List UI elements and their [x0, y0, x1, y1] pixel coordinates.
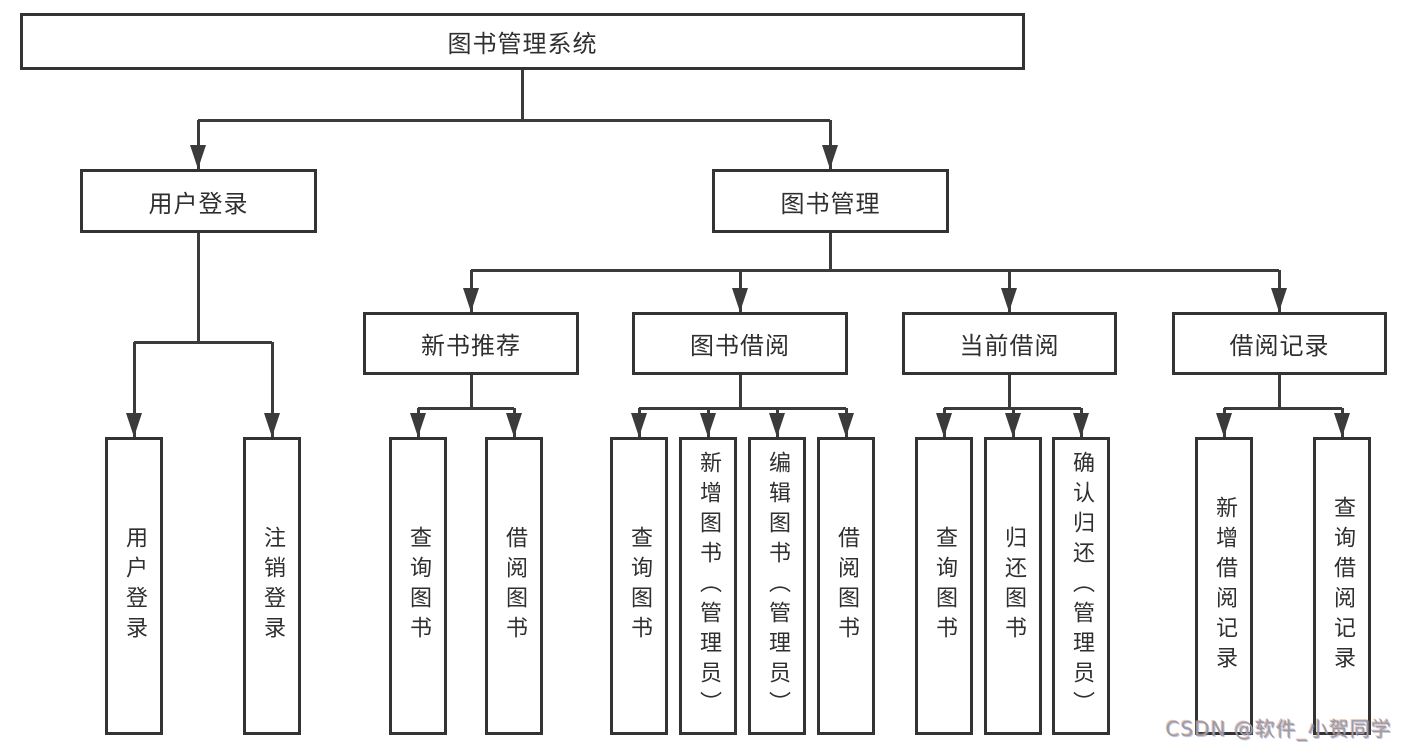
leaf-return-book: 归还图书: [984, 437, 1042, 735]
arrow-down-icon: [1001, 288, 1017, 312]
connector-line: [198, 118, 830, 122]
node-label: 借阅记录: [1229, 332, 1330, 360]
node-book-management: 图书管理: [712, 169, 949, 233]
node-borrowing-records: 借阅记录: [1172, 312, 1387, 375]
node-user-login: 用户登录: [80, 169, 317, 233]
leaf-label: 查询图书: [627, 526, 652, 646]
leaf-query-borrow-record: 查询借阅记录: [1313, 437, 1371, 735]
connector-line: [469, 375, 473, 408]
node-book-borrowing: 图书借阅: [632, 312, 848, 375]
arrow-down-icon: [1334, 413, 1350, 437]
leaf-label: 编辑图书（管理员）: [765, 451, 790, 721]
node-current-borrowing: 当前借阅: [902, 312, 1117, 375]
arrow-down-icon: [1216, 413, 1232, 437]
arrow-down-icon: [769, 413, 785, 437]
connector-line: [1277, 375, 1281, 408]
leaf-confirm-return-admin: 确认归还（管理员）: [1052, 437, 1110, 735]
connector-line: [471, 268, 1279, 272]
csdn-watermark: CSDN @软件_小贺同学: [1165, 717, 1392, 741]
arrow-down-icon: [1271, 288, 1287, 312]
leaf-label: 新增图书（管理员）: [696, 451, 721, 721]
node-label: 图书借阅: [690, 332, 790, 360]
node-label: 图书管理: [780, 189, 881, 218]
connector-line: [520, 70, 524, 120]
leaf-query-books-recommend: 查询图书: [389, 437, 447, 735]
node-label: 用户登录: [148, 189, 249, 218]
connector-line: [132, 342, 136, 437]
arrow-down-icon: [838, 413, 854, 437]
connector-line: [1224, 406, 1342, 410]
arrow-down-icon: [631, 413, 647, 437]
arrow-down-icon: [732, 288, 748, 312]
leaf-borrow-books-recommend: 借阅图书: [485, 437, 543, 735]
connector-line: [1007, 375, 1011, 408]
connector-line: [196, 233, 200, 342]
connector-line: [738, 375, 742, 408]
arrow-down-icon: [410, 413, 426, 437]
node-new-book-recommendation: 新书推荐: [363, 312, 579, 375]
arrow-down-icon: [822, 145, 838, 169]
connector-line: [828, 120, 832, 169]
leaf-label: 用户登录: [122, 526, 147, 646]
connector-line: [270, 342, 274, 437]
arrow-down-icon: [126, 413, 142, 437]
connector-line: [196, 120, 200, 169]
leaf-label: 查询图书: [406, 526, 431, 646]
arrow-down-icon: [264, 413, 280, 437]
leaf-label: 归还图书: [1001, 526, 1026, 646]
leaf-label: 借阅图书: [834, 526, 859, 646]
leaf-query-books-current: 查询图书: [915, 437, 973, 735]
arrow-down-icon: [506, 413, 522, 437]
leaf-add-book-admin: 新增图书（管理员）: [679, 437, 737, 735]
node-label: 新书推荐: [421, 332, 521, 360]
leaf-query-books-borrowing: 查询图书: [610, 437, 668, 735]
leaf-add-borrow-record: 新增借阅记录: [1195, 437, 1253, 735]
connector-line: [418, 406, 514, 410]
leaf-logout: 注销登录: [243, 437, 301, 735]
arrow-down-icon: [190, 145, 206, 169]
leaf-label: 查询借阅记录: [1330, 496, 1355, 676]
node-root-label: 图书管理系统: [447, 30, 598, 58]
leaf-label: 注销登录: [260, 526, 285, 646]
arrow-down-icon: [936, 413, 952, 437]
node-root: 图书管理系统: [20, 13, 1025, 70]
leaf-user-login: 用户登录: [105, 437, 163, 735]
node-label: 当前借阅: [959, 332, 1060, 360]
leaf-label: 查询图书: [932, 526, 957, 646]
arrow-down-icon: [1073, 413, 1089, 437]
leaf-label: 新增借阅记录: [1212, 496, 1237, 676]
connector-line: [134, 340, 272, 344]
arrow-down-icon: [463, 288, 479, 312]
leaf-edit-book-admin: 编辑图书（管理员）: [748, 437, 806, 735]
arrow-down-icon: [1005, 413, 1021, 437]
connector-line: [828, 233, 832, 270]
arrow-down-icon: [700, 413, 716, 437]
leaf-borrow-books: 借阅图书: [817, 437, 875, 735]
leaf-label: 借阅图书: [502, 526, 527, 646]
leaf-label: 确认归还（管理员）: [1069, 451, 1094, 721]
connector-line: [639, 406, 846, 410]
